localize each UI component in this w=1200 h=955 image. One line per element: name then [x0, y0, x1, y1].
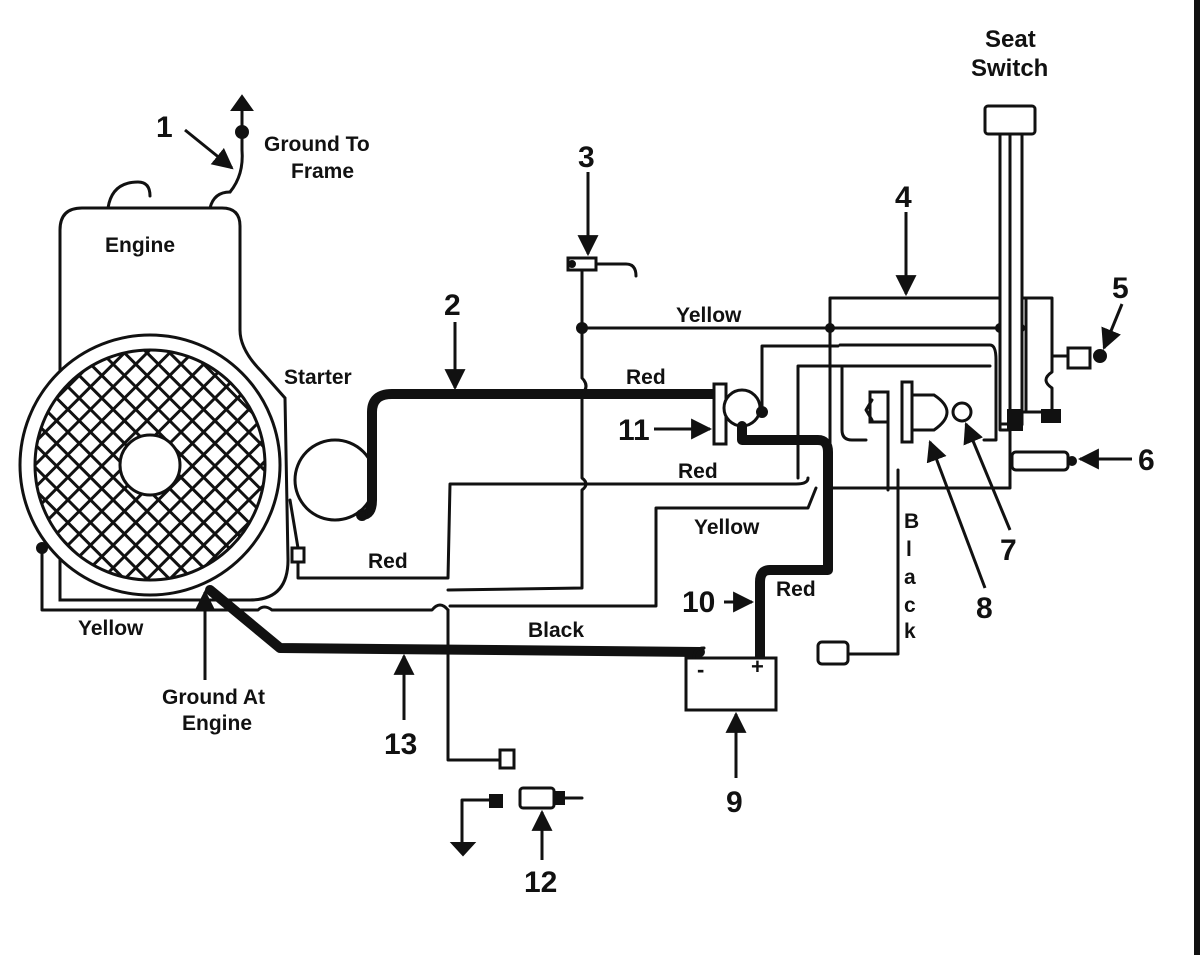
callout-3: 3	[578, 141, 595, 174]
ground-to-frame-wire	[228, 94, 254, 194]
callout-10: 10	[682, 586, 715, 619]
engine	[18, 180, 290, 602]
engine-label: Engine	[105, 234, 175, 257]
connector-6	[1010, 450, 1077, 472]
battery-positive-terminal: +	[751, 654, 764, 679]
cable-13-ground-to-battery	[205, 585, 705, 657]
wire-label-red-mid: Red	[678, 460, 718, 483]
connector-5	[1050, 346, 1107, 370]
callout-2: 2	[444, 289, 461, 322]
callout-9: 9	[726, 786, 743, 819]
image-edge-bar	[1194, 0, 1200, 955]
connector-12	[449, 786, 584, 857]
seat-switch	[983, 104, 1061, 431]
callout-4: 4	[895, 181, 912, 214]
wire-label-yellow-mid: Yellow	[694, 516, 760, 539]
wire-label-black-vertical: B l a c k	[904, 510, 925, 643]
cable-10-solenoid-to-battery	[737, 421, 833, 665]
wire-key-switch-vertical	[446, 268, 588, 592]
wire-black-vertical	[846, 468, 900, 656]
wire-yellow-mid	[448, 486, 818, 608]
ground-symbol-icon	[230, 94, 254, 111]
starter-label: Starter	[284, 366, 352, 389]
wire-red-low	[296, 476, 810, 580]
engine-hub	[118, 433, 182, 497]
starter-connector	[290, 546, 306, 564]
callout-arrows	[184, 128, 1132, 860]
wire-connector	[498, 748, 516, 770]
callout-5: 5	[1112, 272, 1129, 305]
battery-negative-terminal: -	[697, 657, 704, 682]
callout-13: 13	[384, 728, 417, 761]
callout-1: 1	[156, 111, 173, 144]
wire-label-red-top: Red	[626, 366, 666, 389]
wire-label-red-low: Red	[368, 550, 408, 573]
ground-to-frame-label: Ground To Frame	[264, 133, 376, 183]
wire-connector-lead	[446, 608, 502, 762]
starter-motor	[293, 438, 377, 522]
callout-12: 12	[524, 866, 557, 899]
wire-label-yellow-left: Yellow	[78, 617, 144, 640]
wire-label-black-bottom: Black	[528, 619, 584, 642]
starter-solenoid	[712, 382, 768, 446]
battery	[684, 656, 778, 712]
ground-symbol-icon-2	[449, 842, 477, 857]
key-switch	[566, 256, 638, 278]
ground-at-engine-label: Ground At Engine	[162, 686, 271, 735]
callout-8: 8	[976, 592, 993, 625]
wire-label-red-battery: Red	[776, 578, 816, 601]
callout-7: 7	[1000, 534, 1017, 567]
black-wire-connector	[816, 640, 850, 666]
switch-assembly-7-8	[864, 380, 973, 492]
seat-switch-label: Seat Switch	[971, 26, 1048, 82]
callout-6: 6	[1138, 444, 1155, 477]
wire-label-yellow-top: Yellow	[676, 304, 742, 327]
wire-yellow-left	[40, 546, 450, 612]
callout-11: 11	[618, 414, 650, 447]
cable-2-starter-to-solenoid	[357, 389, 725, 520]
